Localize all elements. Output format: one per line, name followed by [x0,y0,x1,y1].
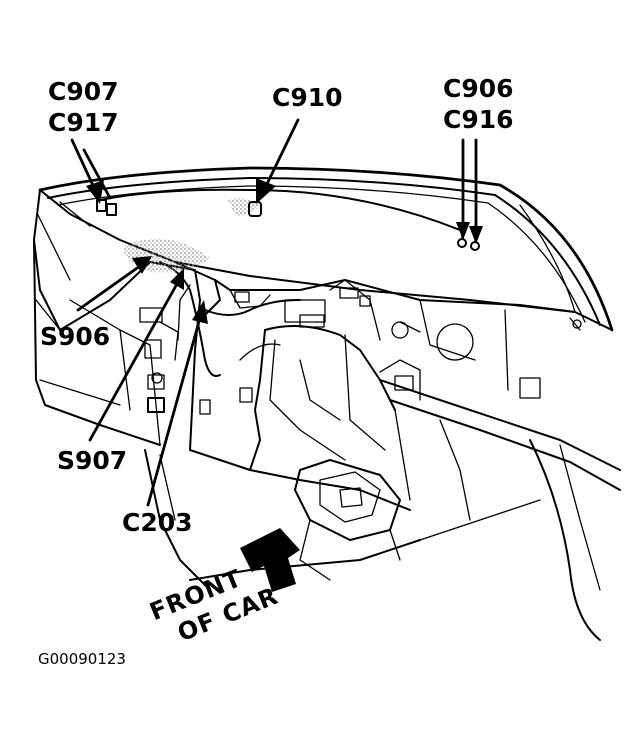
arrowhead-c907 [86,180,104,204]
pointer-arrows [70,118,483,507]
connector-stipple-area [228,198,260,216]
label-c917: C917 [48,108,119,137]
firewall-tunnel [189,325,411,511]
label-c907: C907 [48,77,119,106]
figure-id: G00090123 [38,650,126,668]
label-c906: C906 [443,74,514,103]
arrowhead-c203 [192,300,208,324]
arrowhead-c906 [456,222,470,240]
label-c910: C910 [272,83,343,112]
label-s907: S907 [57,446,127,475]
arrow-c907 [70,138,98,194]
label-c203: C203 [122,508,193,537]
arrow-c917 [82,148,112,200]
front-of-car-arrow [240,528,300,592]
arrowhead-c910 [256,178,276,204]
vehicle-line-art [33,166,621,641]
right-floor-sill [379,359,621,641]
arrow-c910 [264,118,300,188]
wiring-harness [99,188,461,377]
connector-c907-c917 [96,199,117,216]
arrowhead-s907 [170,268,184,290]
cowl-panel [174,261,582,399]
arrow-s907 [88,280,180,442]
kick-panel-components [139,307,179,413]
label-c916: C916 [443,105,514,134]
arrow-c203 [146,316,202,507]
arrowhead-s906 [132,256,152,274]
floor-bracket [294,459,401,581]
arrowhead-c916 [469,226,483,244]
connector-c910 [248,201,262,217]
label-s906: S906 [40,322,110,351]
arrow-s906 [76,264,142,312]
